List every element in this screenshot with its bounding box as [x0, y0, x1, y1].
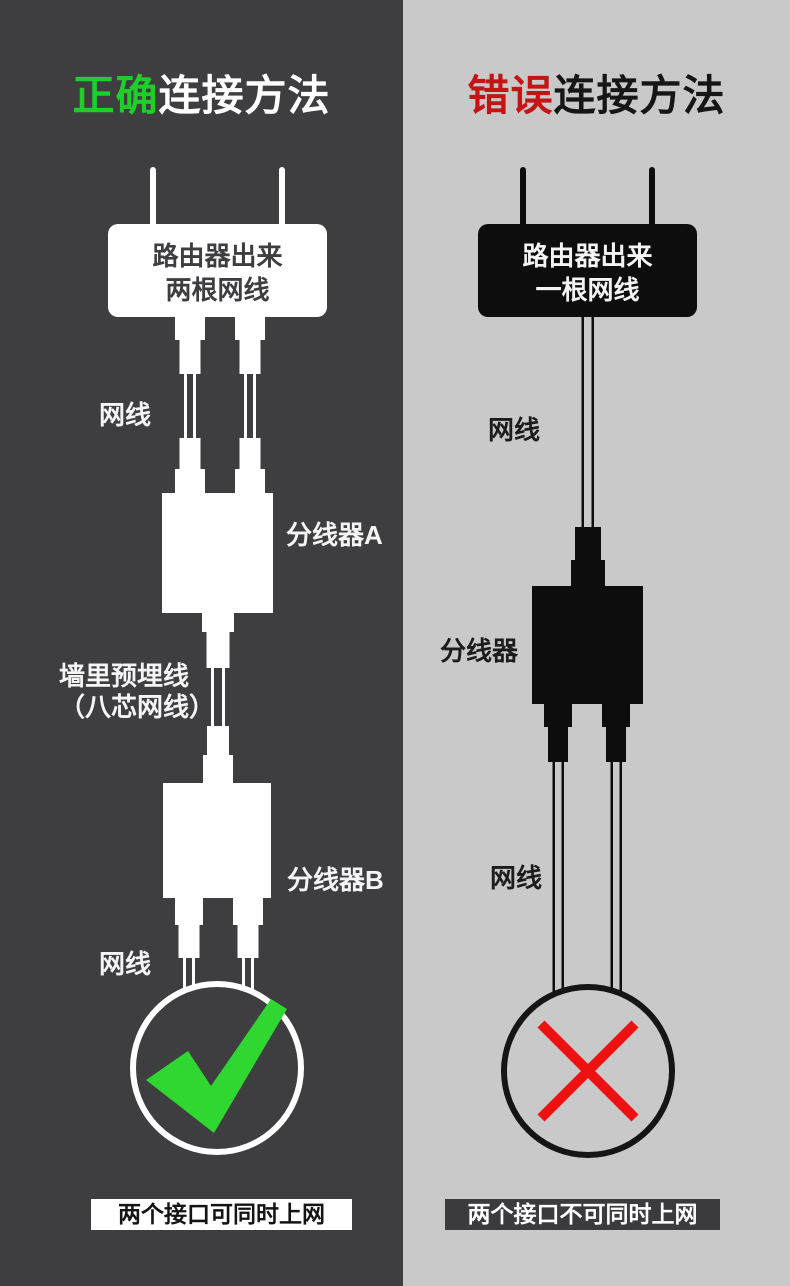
cable-label-top-left: 网线: [99, 400, 152, 430]
network-cable: [193, 374, 196, 438]
rj45-plug: [235, 315, 265, 340]
antenna-icon: [279, 167, 285, 227]
wall-cable-label: 墙里预埋线 （八芯网线）: [59, 661, 215, 723]
rj45-plug: [207, 726, 229, 755]
wrong-badge: 两个接口不可同时上网: [445, 1199, 720, 1230]
rj45-plug: [179, 438, 201, 469]
wall-cable-label-line1: 墙里预埋线: [59, 661, 190, 691]
network-cable: [183, 958, 186, 1013]
correct-diagram: [108, 167, 327, 1155]
network-cable: [253, 374, 256, 438]
network-cable: [581, 317, 584, 527]
rj45-plug: [239, 340, 261, 374]
splitter-b-box: [163, 783, 271, 898]
cable-label-bottom-right: 网线: [490, 863, 543, 893]
rj45-plug: [239, 438, 261, 469]
antenna-icon: [520, 167, 526, 227]
router-label-left-line2: 两根网线: [165, 275, 270, 305]
rj45-plug: [203, 755, 233, 783]
router-label-right-line2: 一根网线: [535, 275, 640, 305]
network-cable: [619, 762, 622, 1005]
network-cable: [561, 762, 564, 1005]
wrong-title: 错误连接方法: [403, 62, 790, 123]
wrong-title-highlight: 错误: [467, 72, 554, 119]
correct-title-rest: 连接方法: [158, 72, 331, 119]
rj45-plug: [206, 632, 230, 668]
wrong-title-rest: 连接方法: [553, 72, 726, 119]
wall-cable: [222, 668, 225, 726]
router-box: [108, 224, 327, 317]
cable-label-bottom-left: 网线: [99, 949, 152, 979]
router-label-right: 路由器出来 一根网线: [478, 239, 697, 307]
splitter-b-label: 分线器B: [287, 865, 384, 895]
correct-title-highlight: 正确: [72, 72, 159, 119]
network-cable: [244, 374, 247, 438]
rj45-plug: [575, 527, 601, 560]
cable-label-top-right: 网线: [488, 415, 541, 445]
router-label-left: 路由器出来 两根网线: [108, 239, 327, 307]
splitter-a-box: [162, 493, 273, 613]
cross-icon: [537, 1020, 639, 1122]
network-cable: [251, 958, 254, 1013]
network-cable: [552, 762, 555, 1005]
rj45-plug: [179, 340, 201, 374]
rj45-plug: [202, 613, 234, 632]
antenna-icon: [150, 167, 156, 227]
rj45-plug: [548, 727, 568, 762]
check-icon: [146, 999, 287, 1133]
rj45-plug: [235, 469, 265, 494]
rj45-plug: [602, 704, 630, 727]
rj45-plug: [175, 469, 205, 494]
rj45-plug: [606, 727, 626, 762]
network-cable: [610, 762, 613, 1005]
wall-cable: [211, 668, 214, 726]
rj45-plug: [544, 704, 572, 727]
rj45-plug: [175, 898, 203, 925]
rj45-plug: [178, 925, 200, 958]
splitter-a-label: 分线器A: [286, 520, 383, 550]
correct-title: 正确连接方法: [0, 62, 403, 123]
correct-badge: 两个接口可同时上网: [91, 1199, 352, 1230]
rj45-plug: [571, 560, 605, 586]
wrong-diagram: [478, 167, 697, 1158]
router-label-left-line1: 路由器出来: [152, 241, 283, 271]
network-cable: [591, 317, 594, 527]
router-label-right-line1: 路由器出来: [522, 241, 653, 271]
splitter-box: [532, 586, 643, 704]
network-cable: [184, 374, 187, 438]
rj45-plug: [237, 925, 259, 958]
router-box: [478, 224, 697, 317]
antenna-icon: [649, 167, 655, 227]
rj45-plug: [233, 898, 263, 925]
rj45-plug: [175, 315, 205, 340]
splitter-label: 分线器: [440, 636, 519, 666]
wall-cable-label-line2: （八芯网线）: [59, 692, 216, 722]
